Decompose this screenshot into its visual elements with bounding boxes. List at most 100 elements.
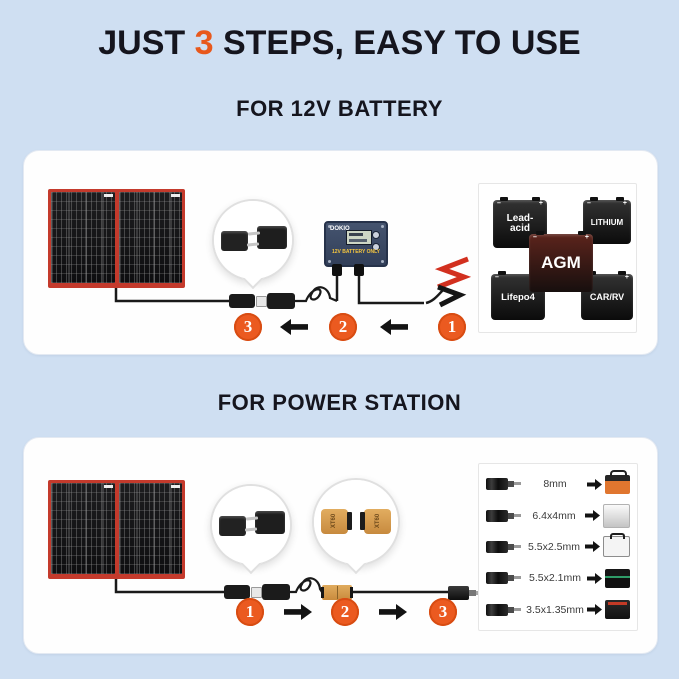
arrow-left-icon [380, 319, 408, 335]
card-12v-battery: DOKIO 12V BATTERY ONLY –+ Lead-acid –+ L… [23, 150, 658, 355]
adapter-size-label: 8mm [543, 478, 567, 491]
sae-plug-right-icon [256, 225, 287, 250]
power-station-icon-3 [603, 533, 630, 558]
heading-power-station: FOR POWER STATION [217, 390, 462, 415]
battery-clamp-icon [425, 256, 472, 308]
dc-adapter-icon [486, 509, 523, 523]
power-station-icon-4 [605, 568, 630, 588]
inline-sae-connector-pair [229, 292, 295, 310]
dc-adapter-icon [486, 477, 523, 491]
xt60-label: XT60 [374, 513, 381, 529]
sae-plug-left-icon [219, 515, 246, 536]
sae-connector-icon [212, 486, 290, 564]
magnifier-xt60-adapter: XT60 XT60 [312, 478, 400, 566]
battery-icon-agm: –+ AGM [529, 231, 593, 292]
power-station-icon-5 [605, 600, 630, 620]
xt60-label: XT60 [331, 513, 338, 529]
controller-port [332, 264, 342, 276]
dc-plug-neck [469, 590, 476, 596]
panel-label-sticker [103, 194, 113, 197]
sae-connector-icon [214, 201, 292, 279]
battery-label: Lead-acid [506, 213, 534, 234]
charge-controller-icon: DOKIO 12V BATTERY ONLY [324, 221, 388, 267]
step-badge-2: 2 [331, 598, 359, 626]
inline-xt60-adapter [321, 585, 353, 600]
battery-label: Lifepo4 [501, 291, 535, 303]
solar-cell-left [51, 192, 115, 283]
arrow-right-icon [587, 572, 602, 584]
panel-label-sticker [103, 485, 113, 488]
controller-brand: DOKIO [330, 226, 350, 232]
adapter-row: 8mm [486, 469, 630, 497]
title-step-count: 3 [194, 24, 214, 62]
xt60-plug-icon: XT60 [320, 508, 352, 534]
battery-types-panel: –+ Lead-acid –+ LITHIUM –+ AGM –+ Lifepo… [478, 183, 637, 333]
wiring-diagram-12v [114, 276, 424, 305]
controller-warning: 12V BATTERY ONLY [331, 249, 381, 255]
adapter-size-label: 3.5x1.35mm [526, 603, 584, 616]
xt60-connector-icon: XT60 XT60 [314, 480, 398, 564]
power-station-icon-1 [605, 469, 630, 494]
adapter-size-label: 6.4x4mm [532, 509, 576, 522]
xt60-plug-icon: XT60 [360, 508, 392, 534]
controller-port [354, 264, 364, 276]
step-badge-1: 1 [438, 313, 466, 341]
controller-button [372, 231, 380, 239]
solar-panel-icon [48, 480, 185, 579]
battery-label: LITHIUM [590, 217, 624, 227]
connector-plug [256, 296, 267, 307]
connector-plug [251, 587, 262, 598]
arrow-left-icon [280, 319, 308, 335]
screw-dot [381, 225, 384, 228]
title-part1: JUST [98, 24, 195, 62]
screw-dot [328, 260, 331, 263]
adapter-size-label: 5.5x2.1mm [529, 572, 581, 585]
dc-adapter-icon [486, 603, 523, 617]
arrow-right-icon [585, 510, 600, 522]
adapter-row: 3.5x1.35mm [486, 597, 630, 623]
inline-sae-connector-pair [224, 583, 290, 601]
dc-adapter-icon [486, 571, 523, 585]
arrow-right-icon [585, 541, 600, 553]
sae-plug-right-icon [254, 510, 285, 535]
wiring-diagram-power-station [114, 577, 448, 594]
screw-dot [328, 225, 331, 228]
solar-cell-right [118, 192, 182, 283]
adapter-size-label: 5.5x2.5mm [528, 540, 580, 553]
connector-half [262, 584, 290, 600]
power-station-icon-2 [603, 503, 630, 528]
arrow-right-icon [379, 604, 407, 620]
panel-label-sticker [171, 485, 180, 488]
screw-dot [381, 260, 384, 263]
step-badge-1: 1 [236, 598, 264, 626]
adapter-row: 5.5x2.1mm [486, 565, 630, 591]
card-power-station: XT60 XT60 8mm [23, 437, 658, 654]
magnifier-sae-connectors [210, 484, 292, 566]
solar-cell-right [118, 483, 182, 574]
adapter-panel: 8mm 6.4x4mm 5.5x2.5mm 5.5x2.1mm [478, 463, 638, 631]
arrow-right-icon [587, 604, 602, 616]
sae-plug-left-icon [221, 230, 248, 251]
page-title: JUST 3 STEPS, EASY TO USE [0, 24, 679, 63]
arrow-right-icon [284, 604, 312, 620]
lcd-display [346, 230, 372, 245]
step-badge-3: 3 [234, 313, 262, 341]
battery-label: AGM [541, 253, 581, 272]
magnifier-sae-connectors [212, 199, 294, 281]
step-badge-3: 3 [429, 598, 457, 626]
connector-half [229, 294, 255, 308]
battery-label: CAR/RV [589, 292, 625, 302]
arrow-right-icon [587, 478, 602, 490]
step-badge-2: 2 [329, 313, 357, 341]
title-part2: STEPS, EASY TO USE [213, 24, 581, 62]
adapter-row: 6.4x4mm [486, 503, 630, 529]
connector-half [224, 585, 250, 599]
heading-12v-battery: FOR 12V BATTERY [236, 96, 443, 121]
solar-cell-left [51, 483, 115, 574]
panel-label-sticker [171, 194, 180, 197]
dc-plug-barrel [448, 586, 469, 600]
controller-button [372, 243, 380, 251]
dc-adapter-icon [486, 540, 523, 554]
solar-panel-icon [48, 189, 185, 288]
